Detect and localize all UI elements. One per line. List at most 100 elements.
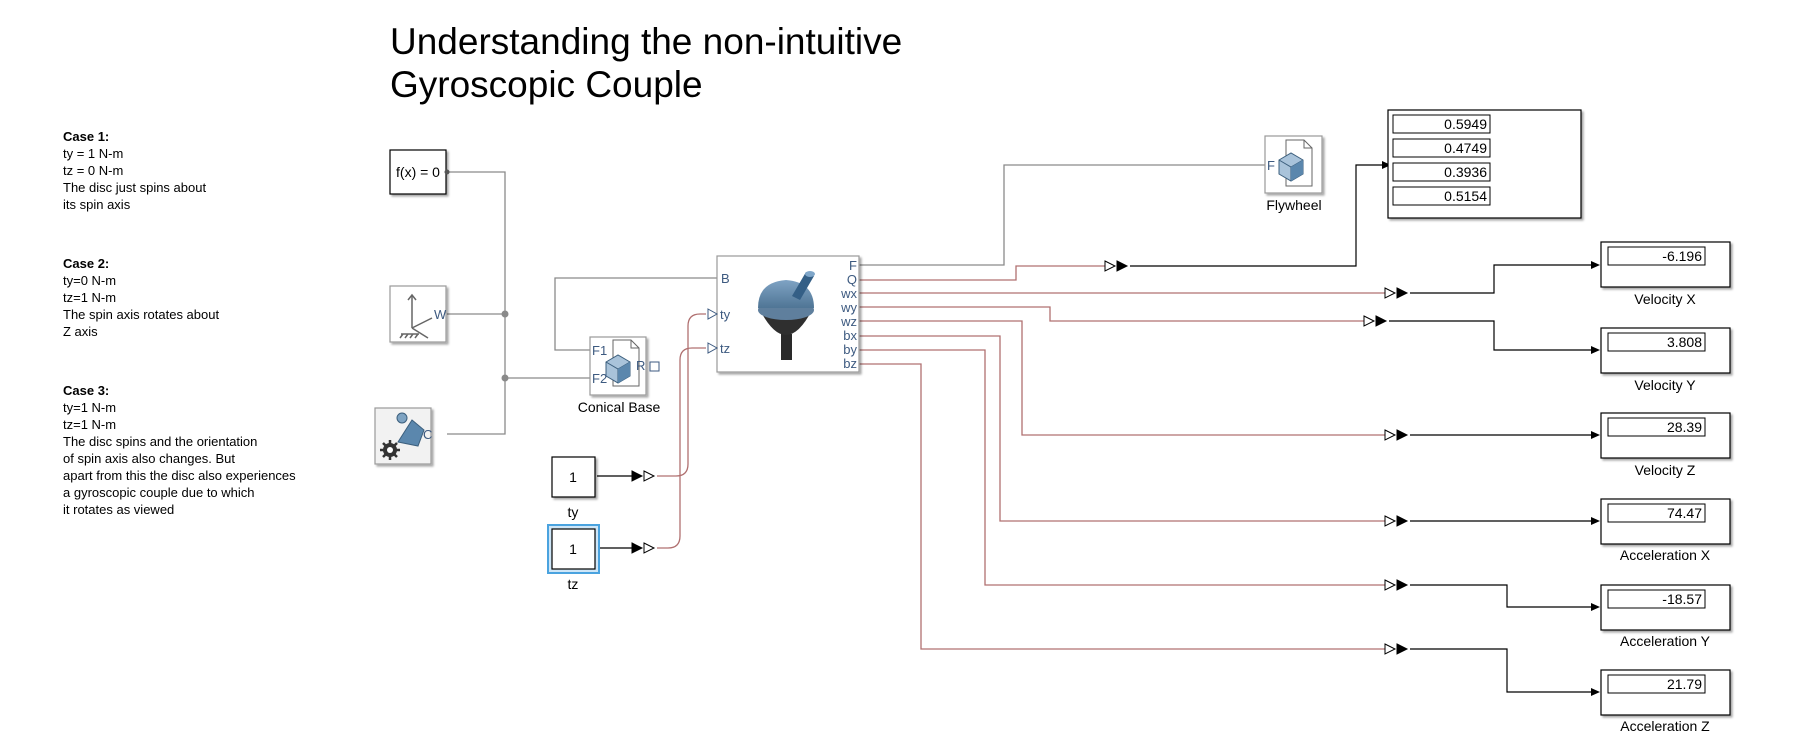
wy-ps-line[interactable]	[859, 306, 1364, 322]
display-label: Acceleration Z	[1620, 718, 1710, 734]
case-line: ty = 1 N-m	[63, 146, 124, 161]
case-heading: Case 2:	[63, 256, 110, 271]
flywheel-connection[interactable]	[859, 164, 1265, 266]
display-velocity-x[interactable]: -6.196 Velocity X	[1600, 241, 1731, 307]
conical-base-block[interactable]: F1 F2 R Conical Base	[578, 336, 661, 415]
junction	[501, 374, 509, 382]
bz-ps-line[interactable]	[859, 363, 1385, 650]
gyroscope-icon	[758, 271, 815, 360]
arrowhead	[1591, 431, 1600, 439]
accz-signal[interactable]	[1410, 648, 1591, 693]
tz-ps-line[interactable]	[657, 347, 706, 549]
junction	[501, 310, 509, 318]
display-label: Acceleration X	[1620, 547, 1711, 563]
gyro-port-wx: wx	[840, 286, 857, 301]
case-heading: Case 1:	[63, 129, 110, 144]
title-line-1: Understanding the non-intuitive	[390, 21, 903, 62]
solid-body-icon	[1278, 139, 1313, 187]
case-2-note: Case 2: ty=0 N-m tz=1 N-m The spin axis …	[63, 255, 219, 340]
accy-signal[interactable]	[1410, 584, 1591, 608]
diagram-title: Understanding the non-intuitive Gyroscop…	[390, 20, 902, 106]
gyro-port-by: by	[843, 342, 857, 357]
quat-value: 0.5154	[1444, 188, 1487, 204]
flywheel-block[interactable]: F Flywheel	[1264, 135, 1323, 213]
ps-simulink-converter[interactable]	[1384, 643, 1409, 655]
by-ps-line[interactable]	[859, 349, 1385, 586]
display-value: 21.79	[1667, 676, 1702, 692]
q-ps-line[interactable]	[859, 265, 1105, 281]
case-line: ty=1 N-m	[63, 400, 117, 415]
arrowhead	[1591, 261, 1600, 269]
flywheel-label: Flywheel	[1266, 197, 1321, 213]
conical-base-label: Conical Base	[578, 399, 661, 415]
display-velocity-z[interactable]: 28.39 Velocity Z	[1600, 412, 1731, 478]
constant-ty-label: ty	[568, 504, 579, 520]
arrowhead	[1591, 603, 1600, 611]
case-line: The disc just spins about	[63, 180, 207, 195]
solver-connection[interactable]	[447, 171, 506, 435]
simulink-ps-converter[interactable]	[631, 542, 656, 554]
display-velocity-y[interactable]: 3.808 Velocity Y	[1600, 327, 1731, 393]
constant-ty-value: 1	[569, 469, 577, 485]
constant-tz-label: tz	[568, 576, 579, 592]
simulink-ps-converter[interactable]	[631, 470, 656, 482]
constant-tz-value: 1	[569, 541, 577, 557]
gyro-port-f: F	[849, 258, 857, 273]
ty-ps-line[interactable]	[657, 313, 706, 477]
case-line: apart from this the disc also experience…	[63, 468, 296, 483]
constant-tz-block[interactable]: 1 tz	[547, 524, 600, 592]
case-1-note: Case 1: ty = 1 N-m tz = 0 N-m The disc j…	[63, 128, 206, 213]
display-label: Acceleration Y	[1620, 633, 1711, 649]
mech-port: C	[423, 427, 432, 442]
ps-simulink-converter[interactable]	[1384, 579, 1409, 591]
case-line: tz=1 N-m	[63, 417, 117, 432]
gyro-port-ty: ty	[720, 307, 731, 322]
vely-signal[interactable]	[1389, 320, 1591, 351]
gyro-port-wz: wz	[840, 314, 857, 329]
base-port-f2: F2	[592, 371, 607, 386]
bx-ps-line[interactable]	[859, 335, 1385, 522]
ps-simulink-converter[interactable]	[1363, 315, 1388, 327]
wz-ps-line[interactable]	[859, 320, 1385, 436]
case-line: ty=0 N-m	[63, 273, 117, 288]
quat-signal[interactable]	[1130, 164, 1382, 267]
robot-arm-icon	[396, 412, 425, 447]
ps-converters	[631, 260, 1409, 655]
title-line-2: Gyroscopic Couple	[390, 64, 703, 105]
ps-simulink-converter[interactable]	[1384, 287, 1409, 299]
arrowhead	[1591, 688, 1600, 696]
base-f1-connection[interactable]	[554, 277, 717, 351]
velx-signal[interactable]	[1410, 264, 1591, 294]
world-frame-icon	[399, 293, 433, 339]
display-value: 3.808	[1667, 334, 1702, 350]
gyro-port-tz: tz	[720, 341, 730, 356]
display-acceleration-y[interactable]: -18.57 Acceleration Y	[1600, 584, 1731, 649]
constant-ty-block[interactable]: 1 ty	[551, 456, 596, 520]
display-label: Velocity Y	[1634, 377, 1696, 393]
quaternion-display-block[interactable]: 0.5949 0.4749 0.3936 0.5154	[1387, 109, 1582, 219]
case-line: a gyroscopic couple due to which	[63, 485, 255, 500]
case-line: Z axis	[63, 324, 98, 339]
display-value: 28.39	[1667, 419, 1702, 435]
ps-simulink-converter[interactable]	[1104, 260, 1129, 272]
solid-body-icon	[605, 339, 640, 387]
world-port: W	[434, 307, 447, 322]
ps-simulink-converter[interactable]	[1384, 429, 1409, 441]
case-line: The spin axis rotates about	[63, 307, 220, 322]
display-acceleration-z[interactable]: 21.79 Acceleration Z	[1600, 669, 1731, 734]
gyro-port-wy: wy	[840, 300, 857, 315]
display-acceleration-x[interactable]: 74.47 Acceleration X	[1600, 498, 1731, 563]
ps-simulink-converter[interactable]	[1384, 515, 1409, 527]
display-value: 74.47	[1667, 505, 1702, 521]
signal-arrowheads	[1382, 161, 1600, 696]
solver-config-block[interactable]: f(x) = 0	[389, 149, 450, 195]
world-frame-block[interactable]: W	[389, 285, 447, 343]
base-port-f1: F1	[592, 343, 607, 358]
arrowhead	[1591, 346, 1600, 354]
gyro-port-q: Q	[847, 272, 857, 287]
case-line: its spin axis	[63, 197, 131, 212]
case-line: tz=1 N-m	[63, 290, 117, 305]
mechanism-config-block[interactable]: C	[374, 407, 432, 465]
display-label: Velocity Z	[1635, 462, 1696, 478]
gyroscope-subsystem-block[interactable]: B ty tz F Q wx wy wz bx by bz	[707, 255, 860, 373]
